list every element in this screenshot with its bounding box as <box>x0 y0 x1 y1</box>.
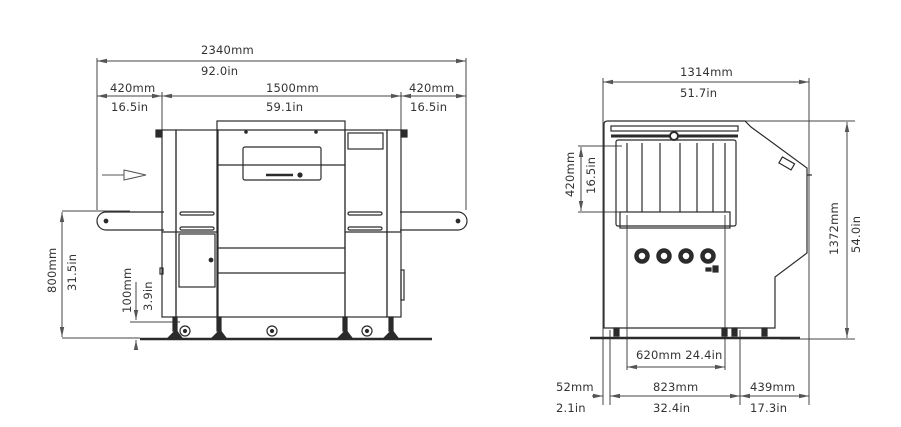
body-width-mm: 1500mm <box>266 81 319 95</box>
front-view-dimension-lines <box>59 58 467 350</box>
front-casters <box>179 325 373 337</box>
base-depth-in: 32.4in <box>653 401 691 415</box>
front-feet <box>166 316 400 339</box>
front-offset-mm: 52mm <box>556 380 594 394</box>
left-conveyor-mm: 420mm <box>110 81 156 95</box>
conveyor-height-mm: 800mm <box>45 247 59 293</box>
overall-depth-in: 51.7in <box>680 86 718 100</box>
front-offset-in: 2.1in <box>556 401 586 415</box>
ground-clearance-mm: 100mm <box>120 267 134 313</box>
body-width-in: 59.1in <box>266 100 304 114</box>
conveyor-height-in: 31.5in <box>65 253 79 291</box>
overall-height-mm: 1372mm <box>827 202 841 255</box>
tunnel-height-in: 16.5in <box>584 156 598 194</box>
right-conveyor-in: 16.5in <box>410 100 448 114</box>
tunnel-height-mm: 420mm <box>563 151 577 197</box>
overall-height-in: 54.0in <box>849 215 863 253</box>
side-feet <box>613 265 768 337</box>
overall-depth-mm: 1314mm <box>680 65 733 79</box>
left-conveyor <box>96 211 164 231</box>
ground-clearance-in: 3.9in <box>141 281 155 311</box>
base-depth-mm: 823mm <box>653 380 699 394</box>
right-conveyor-mm: 420mm <box>409 81 455 95</box>
right-conveyor <box>400 211 468 231</box>
tunnel-width-label: 620mm 24.4in <box>636 348 723 362</box>
console-depth-in: 17.3in <box>750 401 788 415</box>
front-machine-body <box>155 120 408 318</box>
console-depth-mm: 439mm <box>750 380 796 394</box>
conveyor-direction-arrow <box>102 169 147 181</box>
overall-width-in: 92.0in <box>201 64 239 78</box>
side-view-dimension-lines <box>578 78 855 405</box>
overall-width-mm: 2340mm <box>201 43 254 57</box>
side-control-knobs <box>634 248 716 264</box>
left-conveyor-in: 16.5in <box>111 100 149 114</box>
side-machine-body <box>603 120 812 329</box>
